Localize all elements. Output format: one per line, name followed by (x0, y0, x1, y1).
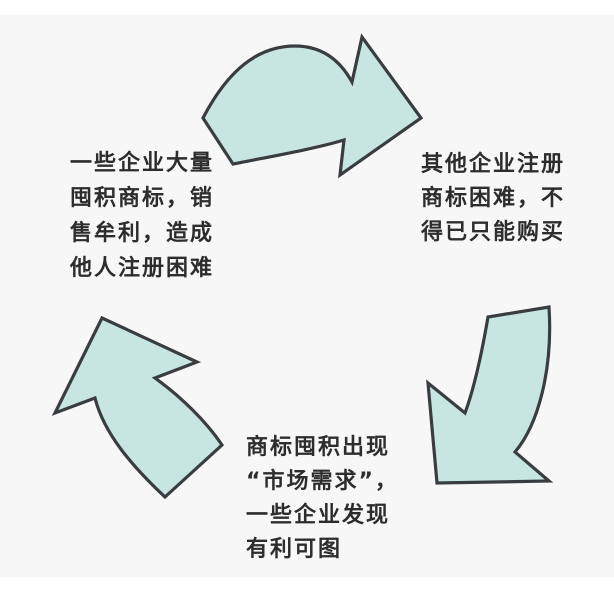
cycle-arrow-top-right-icon (201, 33, 424, 179)
node-text-line: 售牟利，造成 (70, 221, 215, 246)
node-text-line: 一些企业发现 (246, 503, 391, 528)
node-text-line: 他人注册困难 (70, 256, 215, 281)
node-text-line: 其他企业注册 (421, 152, 566, 177)
cycle-arrow-up-left-icon (51, 315, 225, 500)
node-text-hoarding: 一些企业大量 囤积商标，销 售牟利，造成 他人注册困难 (70, 146, 214, 286)
node-text-market-demand: 商标囤积出现 “市场需求”， 一些企业发现 有利可图 (246, 431, 399, 567)
node-text-line: 商标囤积出现 (246, 435, 391, 460)
node-text-line: 囤积商标，销 (70, 186, 215, 211)
node-text-forced-purchase: 其他企业注册 商标困难，不 得已只能购买 (421, 148, 565, 250)
node-text-line: 商标困难，不 (421, 186, 566, 211)
node-text-line: 得已只能购买 (421, 220, 566, 245)
node-text-line: 有利可图 (246, 537, 343, 562)
node-text-line: “市场需求”， (246, 469, 399, 494)
cycle-arrow-down-icon (426, 305, 554, 485)
node-text-line: 一些企业大量 (70, 151, 215, 176)
